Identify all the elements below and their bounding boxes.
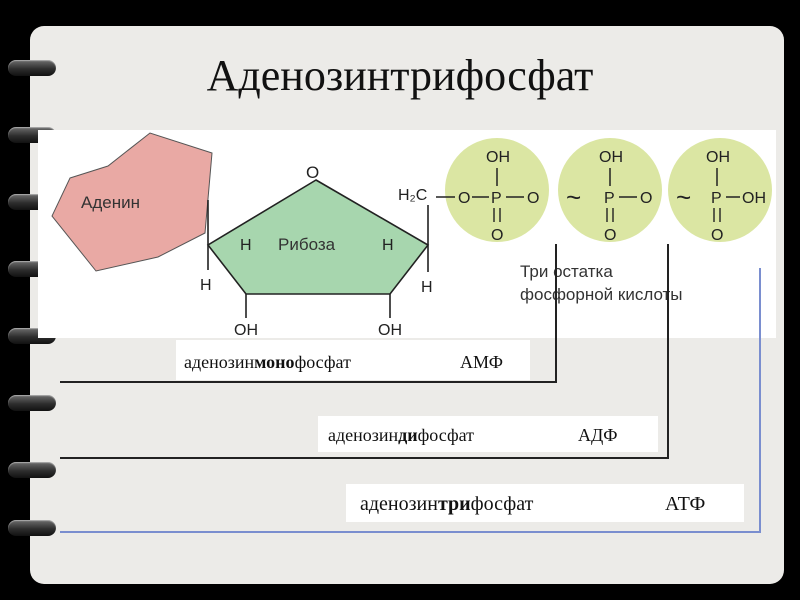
atp-bracket bbox=[60, 268, 761, 533]
phosphate-2-bottom: O bbox=[604, 227, 616, 244]
amp-label: аденозинмонофосфат АМФ bbox=[184, 352, 503, 372]
phosphate-1-top: OH bbox=[486, 149, 510, 166]
atp-bold: три bbox=[438, 493, 471, 515]
h-left: H bbox=[200, 277, 212, 294]
slide-title: Аденозинтрифосфат bbox=[206, 51, 594, 100]
amp-suffix: фосфат bbox=[295, 352, 352, 372]
amp-bracket bbox=[60, 244, 557, 383]
phosphate-2-circle bbox=[558, 138, 662, 242]
amp-prefix: аденозин bbox=[184, 352, 255, 372]
adp-abbr: АДФ bbox=[578, 425, 618, 445]
phosphate-3: ~ OH P OH O bbox=[676, 149, 766, 244]
phosphate-1-circle bbox=[445, 138, 549, 242]
phosphate-3-bottom: O bbox=[711, 227, 723, 244]
ribose-shape bbox=[206, 179, 430, 295]
atp-abbr: АТФ bbox=[665, 493, 705, 515]
phosphate-3-right: OH bbox=[742, 190, 766, 207]
ribose-h-right: H bbox=[382, 237, 394, 254]
amp-abbr: АМФ bbox=[460, 352, 503, 372]
phosphate-1: OH O P O O bbox=[436, 149, 539, 244]
adp-label-box bbox=[318, 416, 658, 452]
amp-label-box bbox=[176, 340, 530, 380]
adenine-shape bbox=[51, 132, 213, 272]
phosphate-2-link: ~ bbox=[566, 182, 581, 212]
phosphate-1-left: O bbox=[458, 190, 470, 207]
adp-bracket bbox=[60, 244, 669, 459]
phosphate-1-right: O bbox=[527, 190, 539, 207]
atp-suffix: фосфат bbox=[471, 493, 534, 515]
adp-label: аденозиндифосфат АДФ bbox=[328, 425, 618, 445]
phosphate-3-link: ~ bbox=[676, 182, 691, 212]
adp-bold: ди bbox=[398, 425, 417, 445]
ribose-h-left: H bbox=[240, 237, 252, 254]
phosphate-2-top: OH bbox=[599, 149, 623, 166]
oh-left: OH bbox=[234, 322, 258, 339]
ring-8 bbox=[8, 520, 56, 536]
phosphate-caption-line2: фосфорной кислоты bbox=[520, 285, 683, 304]
phosphate-3-center: P bbox=[711, 190, 722, 207]
phosphate-caption-line1: Три остатка bbox=[520, 262, 613, 281]
h-right: H bbox=[421, 279, 433, 296]
adenine-label: Аденин bbox=[81, 193, 140, 212]
adp-prefix: аденозин bbox=[328, 425, 399, 445]
atp-label: аденозинтрифосфат АТФ bbox=[360, 493, 705, 515]
ring-6 bbox=[8, 395, 56, 411]
ring-7 bbox=[8, 462, 56, 478]
phosphate-2-center: P bbox=[604, 190, 615, 207]
ch2-group: H₂C bbox=[398, 187, 427, 204]
atp-label-box bbox=[346, 484, 744, 522]
ring-1 bbox=[8, 60, 56, 76]
oh-right: OH bbox=[378, 322, 402, 339]
phosphate-2-right: O bbox=[640, 190, 652, 207]
phosphate-2: ~ OH P O O bbox=[566, 149, 652, 244]
phosphate-1-bottom: O bbox=[491, 227, 503, 244]
phosphate-3-top: OH bbox=[706, 149, 730, 166]
ring-oxygen: O bbox=[306, 163, 319, 182]
adp-suffix: фосфат bbox=[418, 425, 475, 445]
phosphate-3-circle bbox=[668, 138, 772, 242]
phosphate-1-center: P bbox=[491, 190, 502, 207]
atp-prefix: аденозин bbox=[360, 493, 438, 515]
ribose-label: Рибоза bbox=[278, 235, 336, 254]
amp-bold: моно bbox=[254, 352, 294, 372]
